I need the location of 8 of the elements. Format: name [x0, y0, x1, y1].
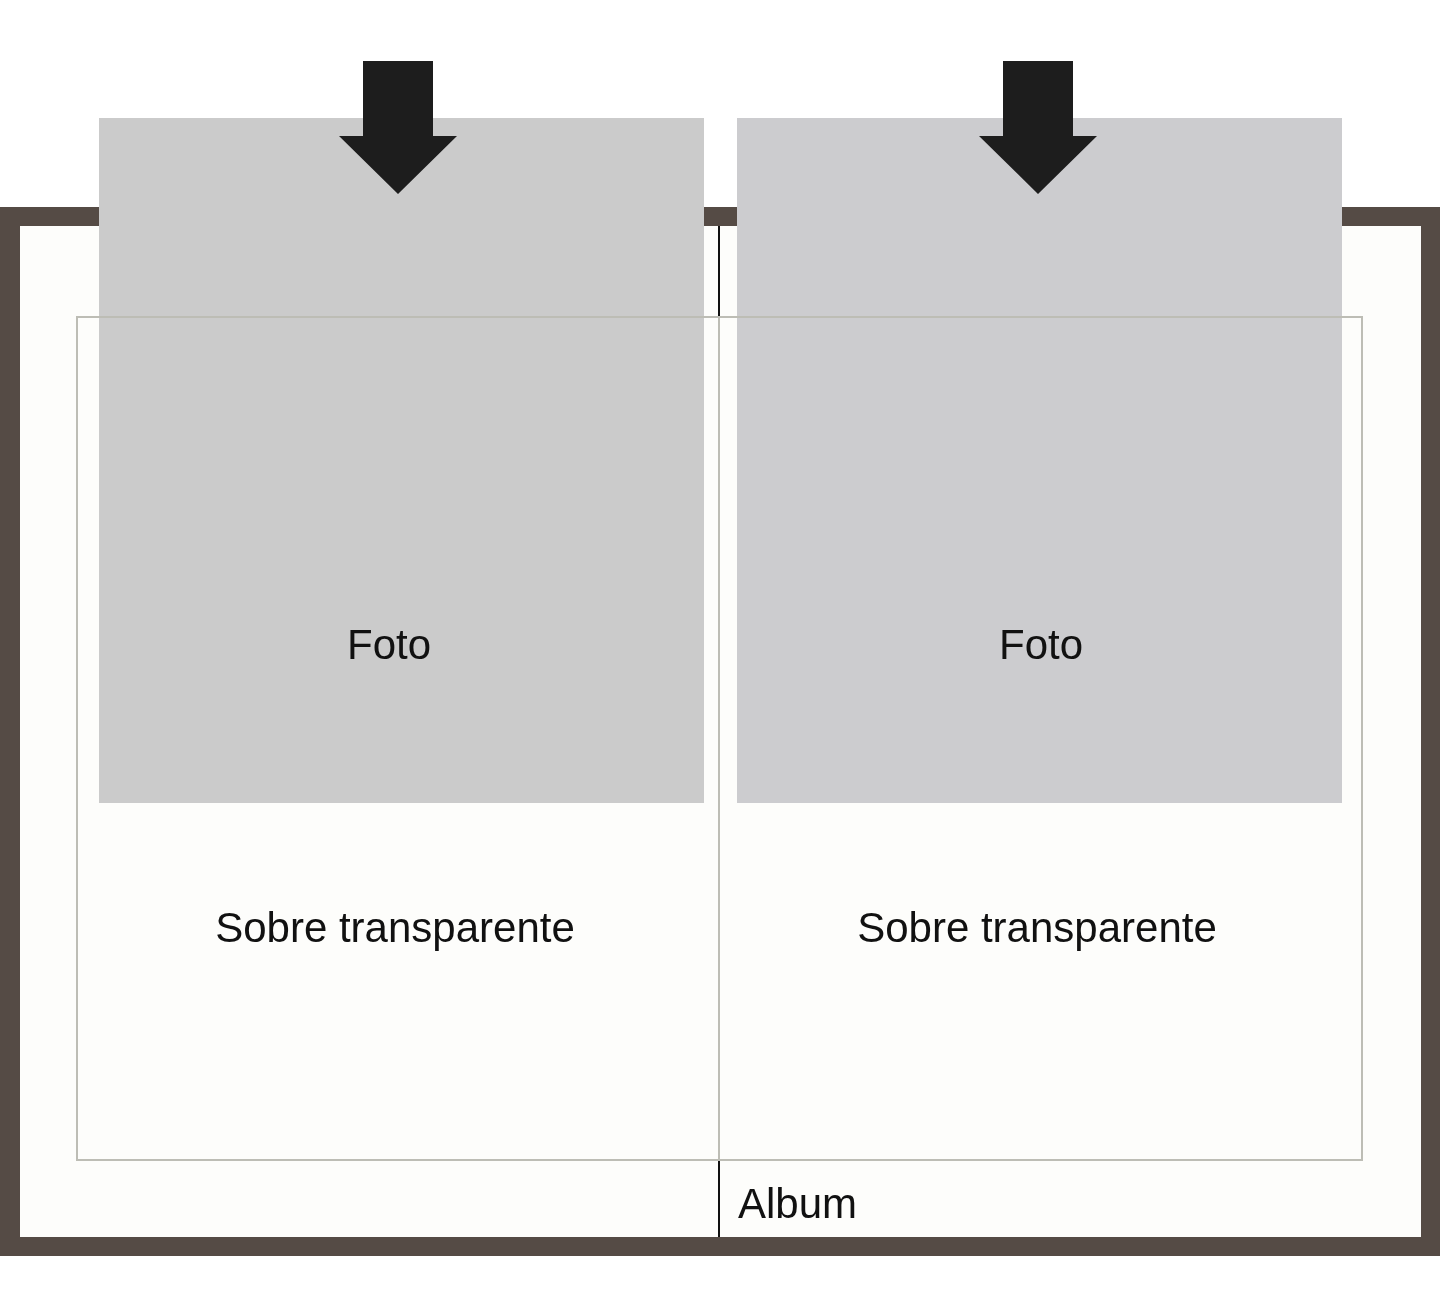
album-label: Album: [738, 1180, 858, 1228]
sleeve-label: Sobre transparente: [215, 904, 575, 952]
sleeve-label: Sobre transparente: [857, 904, 1217, 952]
sleeve-outline: [718, 316, 1363, 1161]
photo-print: [99, 118, 704, 803]
photo-label: Foto: [347, 621, 431, 669]
photo-print: [737, 118, 1342, 803]
photo-label: Foto: [999, 621, 1083, 669]
